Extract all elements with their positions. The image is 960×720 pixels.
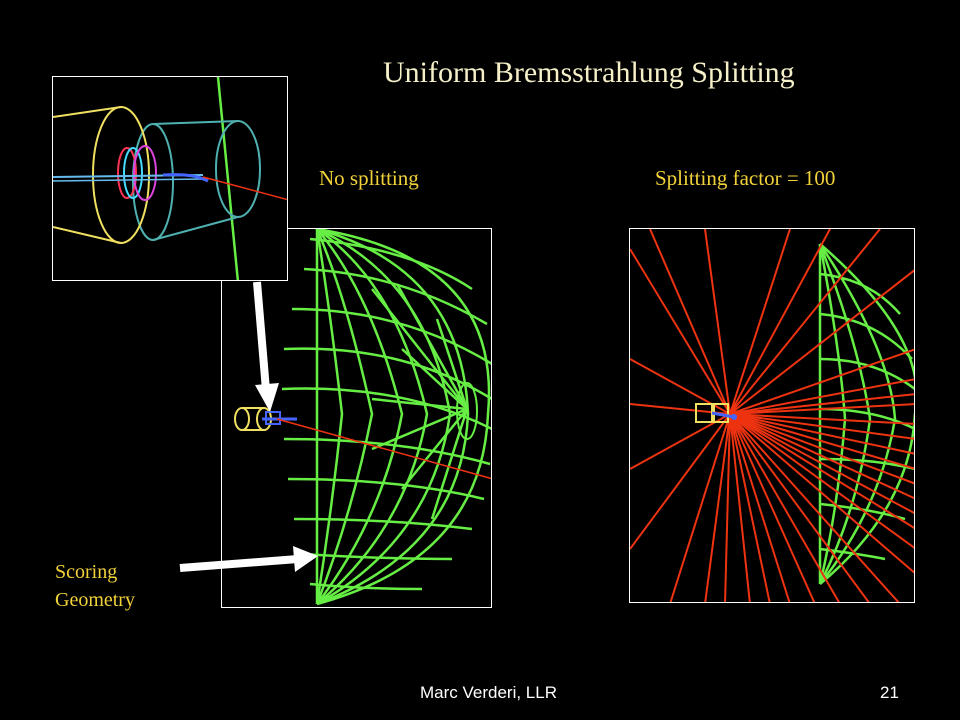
splitting-factor-panel xyxy=(629,228,915,603)
arrow-right-icon xyxy=(179,546,318,572)
split-photon-tracks xyxy=(630,229,914,602)
inset-cylinder-teal xyxy=(132,120,261,241)
splitting-render xyxy=(630,229,914,602)
page-number: 21 xyxy=(880,683,899,702)
scoring-sphere-wireframe xyxy=(281,229,491,606)
scoring-label-line2: Geometry xyxy=(55,589,135,611)
slide-title: Uniform Bremsstrahlung Splitting xyxy=(383,56,795,89)
no-splitting-render xyxy=(234,229,491,606)
no-splitting-panel xyxy=(221,228,492,608)
scoring-geometry-label: Scoring Geometry xyxy=(55,558,135,614)
zoom-inset-panel xyxy=(52,76,288,281)
caption-no-splitting: No splitting xyxy=(319,166,419,190)
arrow-down-icon xyxy=(253,281,279,412)
footer-author: Marc Verderi, LLR xyxy=(420,683,557,702)
scoring-label-line1: Scoring xyxy=(55,561,118,583)
zoom-inset-render xyxy=(53,77,287,280)
caption-splitting-factor: Splitting factor = 100 xyxy=(655,166,836,190)
